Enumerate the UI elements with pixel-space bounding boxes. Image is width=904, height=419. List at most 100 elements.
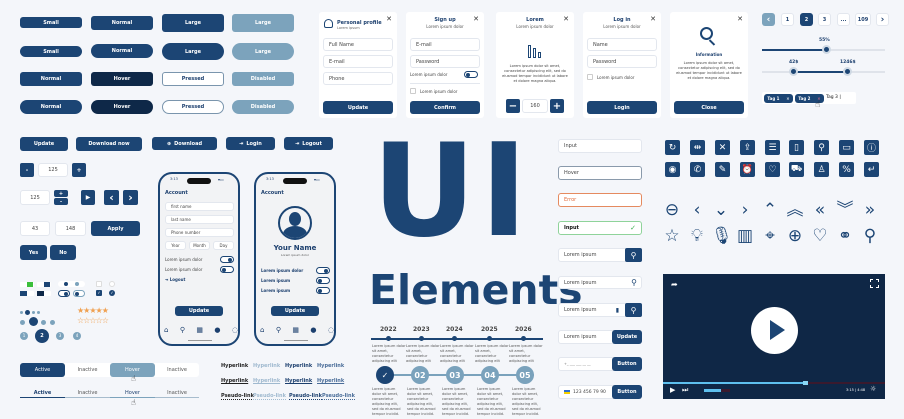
search-field-inline[interactable]: Lorem ipsum⚲ [558, 276, 642, 289]
search-icon[interactable]: ⚲ [863, 226, 877, 246]
input-normal[interactable]: Input [558, 139, 642, 153]
microphone-icon[interactable]: 🎙︎ [711, 226, 733, 246]
remove-tag-icon[interactable]: ✕ [817, 96, 821, 101]
large-button[interactable]: Large [162, 14, 224, 32]
phone-submit-button[interactable]: Button [612, 385, 642, 399]
hyperlink-underlined[interactable]: Hyperlink [317, 378, 345, 384]
chevron-left-icon[interactable]: ‹ [693, 200, 701, 220]
tab-inactive[interactable]: Inactive [77, 367, 98, 373]
phone-field[interactable]: Phone [323, 72, 393, 85]
pressed-pill-button[interactable]: Pressed [162, 100, 224, 114]
rating-filled[interactable]: ★★★★★ [77, 306, 109, 315]
toggle-switch[interactable] [220, 256, 234, 263]
search-icon[interactable]: ⚲ [631, 278, 637, 287]
pressed-button[interactable]: Pressed [162, 72, 224, 86]
input-success[interactable]: Input✓ [558, 221, 642, 235]
range-min-input[interactable]: 43 [20, 221, 50, 236]
email-field[interactable]: E-mail [323, 55, 393, 68]
spin-up[interactable]: + [54, 190, 68, 197]
hyperlink-active[interactable]: Hyperlink [317, 363, 345, 369]
next-page-button[interactable]: › [876, 13, 889, 26]
large-pill-button[interactable]: Large [162, 43, 224, 60]
tab-hover[interactable]: Hover [110, 388, 155, 398]
double-chevron-left-icon[interactable]: « [814, 200, 826, 220]
radio-dot[interactable] [64, 282, 68, 286]
stepper-value[interactable]: 125 [38, 163, 68, 177]
rating-empty[interactable]: ☆☆☆☆☆ [77, 316, 109, 325]
sliders-icon[interactable]: ☰ [765, 140, 780, 155]
toggle-blue[interactable] [44, 282, 50, 287]
hyperlink-hover[interactable]: Hyperlink [285, 363, 313, 369]
tab-inactive[interactable]: Inactive [167, 367, 187, 373]
checkbox[interactable] [587, 74, 593, 80]
double-chevron-down-icon[interactable]: ︾ [836, 200, 854, 220]
full-name-field[interactable]: Full Name [323, 38, 393, 51]
upload-icon[interactable]: ⇪ [740, 140, 755, 155]
toggle-switch[interactable] [316, 287, 330, 294]
flag-icon[interactable] [564, 390, 570, 394]
confirm-button[interactable]: Confirm [410, 101, 480, 114]
tab-active[interactable]: Active [20, 388, 65, 398]
search-button[interactable]: ⚲ [625, 248, 642, 262]
chat-icon[interactable]: ▭ [839, 140, 854, 155]
large-button-disabled[interactable]: Large [232, 14, 294, 32]
toggle-green[interactable] [27, 282, 33, 287]
prev-button[interactable]: ‹ [104, 190, 119, 205]
download-button[interactable]: ⊕Download [152, 137, 217, 150]
pencil-icon[interactable]: ✎ [715, 162, 730, 177]
normal-button[interactable]: Normal [91, 16, 153, 30]
toggle-switch[interactable] [73, 290, 85, 297]
disabled-pill-button[interactable]: Disabled [232, 100, 294, 114]
bar-chart-icon[interactable]: ▥ [736, 226, 754, 246]
toggle-switch[interactable] [316, 267, 330, 274]
enter-icon[interactable]: ↵ [864, 162, 879, 177]
page-dot[interactable]: 4 [73, 332, 81, 340]
toggle-switch[interactable] [464, 71, 478, 78]
step[interactable]: 03 [446, 366, 464, 384]
toggle-switch[interactable] [58, 290, 70, 297]
normal-button-2[interactable]: Normal [20, 72, 82, 86]
play-icon[interactable]: ▶ [670, 386, 676, 394]
decrement-button[interactable]: − [506, 99, 520, 113]
range-max-input[interactable]: 148 [55, 221, 86, 236]
hyperlink-underlined[interactable]: Hyperlink [285, 378, 313, 384]
checkbox[interactable] [410, 88, 416, 94]
radio[interactable] [109, 281, 115, 287]
spin-down[interactable]: - [54, 198, 68, 205]
scooter-icon[interactable]: ⚭ [837, 226, 853, 246]
checkbox-checked[interactable]: ✓ [96, 290, 102, 296]
radio-dot[interactable] [75, 282, 79, 286]
last-name-field[interactable]: last name [165, 215, 234, 224]
video-player[interactable]: ➦ ▶ ⏭︎ 3:15 | 4:48 ☼ [663, 274, 885, 399]
star-icon[interactable]: ☆ [664, 226, 680, 246]
step-complete[interactable]: ✓ [376, 366, 394, 384]
page-dot[interactable]: 1 [20, 332, 28, 340]
toggle-off-dark[interactable] [37, 291, 44, 296]
alert-icon[interactable]: ⓘ [864, 140, 879, 155]
range-max-thumb[interactable] [843, 67, 852, 76]
password-field[interactable]: Password [410, 55, 480, 68]
year-select[interactable]: Year [165, 241, 186, 250]
logout-button[interactable]: ⇥Logout [284, 137, 333, 150]
login-button[interactable]: Login [587, 101, 657, 114]
user-icon[interactable]: ● [214, 326, 221, 334]
login-button[interactable]: ⇥Login [226, 137, 275, 150]
large-pill-button-disabled[interactable]: Large [232, 43, 294, 60]
tab-inactive[interactable]: Inactive [65, 388, 110, 398]
pseudo-link[interactable]: Pseudo-link [253, 393, 286, 400]
hyperlink-underlined[interactable]: Hyperlink [221, 378, 249, 384]
tab-hover[interactable]: Hover [110, 363, 155, 377]
share-icon[interactable]: ➦ [671, 280, 678, 289]
search-field[interactable]: Lorem ipsum [558, 248, 642, 262]
update-button[interactable]: Update [271, 306, 319, 316]
user-icon[interactable]: ● [310, 326, 317, 334]
close-icon[interactable]: ✕ [473, 15, 479, 23]
prev-page-button[interactable]: ‹ [762, 13, 775, 26]
alarm-icon[interactable]: ⏰ [740, 162, 755, 177]
page-109[interactable]: 109 [855, 13, 871, 26]
spin-value[interactable]: 125 [20, 190, 50, 205]
user-icon[interactable]: ♙ [814, 162, 829, 177]
double-chevron-right-icon[interactable]: » [864, 200, 876, 220]
fullscreen-icon[interactable] [870, 279, 879, 288]
chat-icon[interactable]: ◌ [231, 326, 238, 334]
